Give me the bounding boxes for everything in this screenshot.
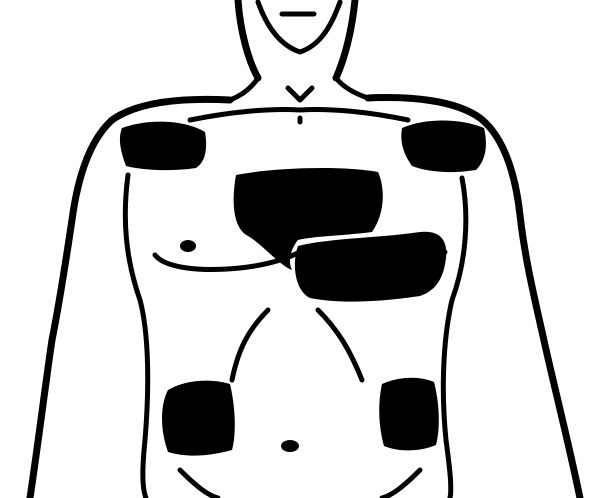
torso-outline [30,98,580,498]
nipple [180,240,196,252]
electrode-pad-left-chest [295,232,446,302]
electrode-pad-left-abdomen [379,378,439,451]
electrode-pads [120,121,486,456]
navel [281,440,299,452]
electrode-pad-right-shoulder [120,122,206,171]
neck-outline [230,0,368,122]
electrode-pad-right-abdomen [162,381,235,456]
electrode-pad-left-shoulder [401,121,486,173]
